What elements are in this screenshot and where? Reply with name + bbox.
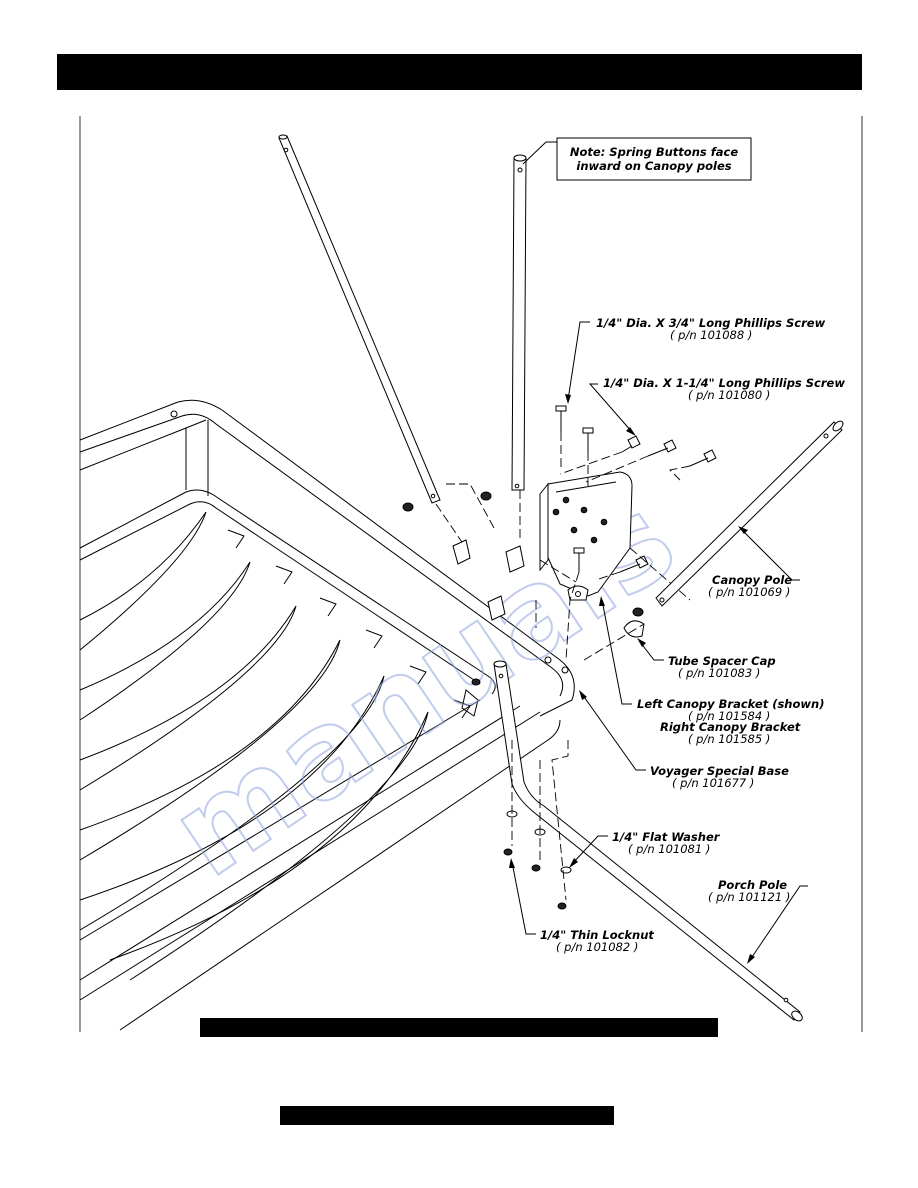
- callout-locknut-name: 1/4" Thin Locknut: [540, 928, 654, 942]
- callout-screw-short-pn: ( p/n 101088 ): [670, 328, 752, 342]
- center-canopy-pole: [511, 154, 527, 491]
- figure-caption-bar: [200, 1018, 718, 1037]
- callout-washer-pn: ( p/n 101081 ): [628, 842, 710, 856]
- callout-washer-name: 1/4" Flat Washer: [612, 830, 721, 844]
- callout-porch-pole-pn: ( p/n 101121 ): [708, 890, 790, 904]
- callout-tube-cap-pn: ( p/n 101083 ): [678, 666, 760, 680]
- callout-canopy-pole-name: Canopy Pole: [712, 573, 792, 587]
- porch-pole: [493, 660, 803, 1022]
- footer-bar: [280, 1106, 614, 1125]
- callout-screw-long-name: 1/4" Dia. X 1-1/4" Long Phillips Screw: [603, 376, 845, 390]
- callout-screw-long-pn: ( p/n 101080 ): [688, 388, 770, 402]
- callout-porch-pole-name: Porch Pole: [718, 878, 787, 892]
- note-line-2: inward on Canopy poles: [576, 159, 731, 173]
- callout-left-bracket-name: Left Canopy Bracket (shown): [637, 697, 824, 711]
- locknut-right-pole: [632, 607, 644, 617]
- washers-and-locknuts: [503, 810, 572, 910]
- callout-locknut-pn: ( p/n 101082 ): [556, 940, 638, 954]
- callout-screw-short-name: 1/4" Dia. X 3/4" Long Phillips Screw: [596, 316, 826, 330]
- callout-right-bracket-pn: ( p/n 101585 ): [688, 732, 770, 746]
- callout-base-name: Voyager Special Base: [650, 764, 789, 778]
- callout-canopy-pole-pn: ( p/n 101069 ): [708, 585, 790, 599]
- right-canopy-pole: [655, 420, 844, 607]
- sled-base: [79, 399, 575, 1031]
- header-bar: [57, 54, 862, 90]
- locknut-porch-pole: [471, 678, 481, 686]
- left-canopy-pole: [278, 134, 441, 504]
- left-canopy-bracket: [539, 471, 633, 601]
- locknut-left-pole: [402, 502, 414, 512]
- callout-right-bracket-name: Right Canopy Bracket: [660, 720, 801, 734]
- callout-base-pn: ( p/n 101677 ): [672, 776, 754, 790]
- locknut-center-pole: [480, 491, 492, 501]
- tube-spacer-caps: [452, 539, 525, 621]
- note-box: [556, 137, 752, 181]
- callout-left-bracket-pn: ( p/n 101584 ): [688, 709, 770, 723]
- callout-tube-cap-name: Tube Spacer Cap: [668, 654, 776, 668]
- note-line-1: Note: Spring Buttons face: [570, 145, 738, 159]
